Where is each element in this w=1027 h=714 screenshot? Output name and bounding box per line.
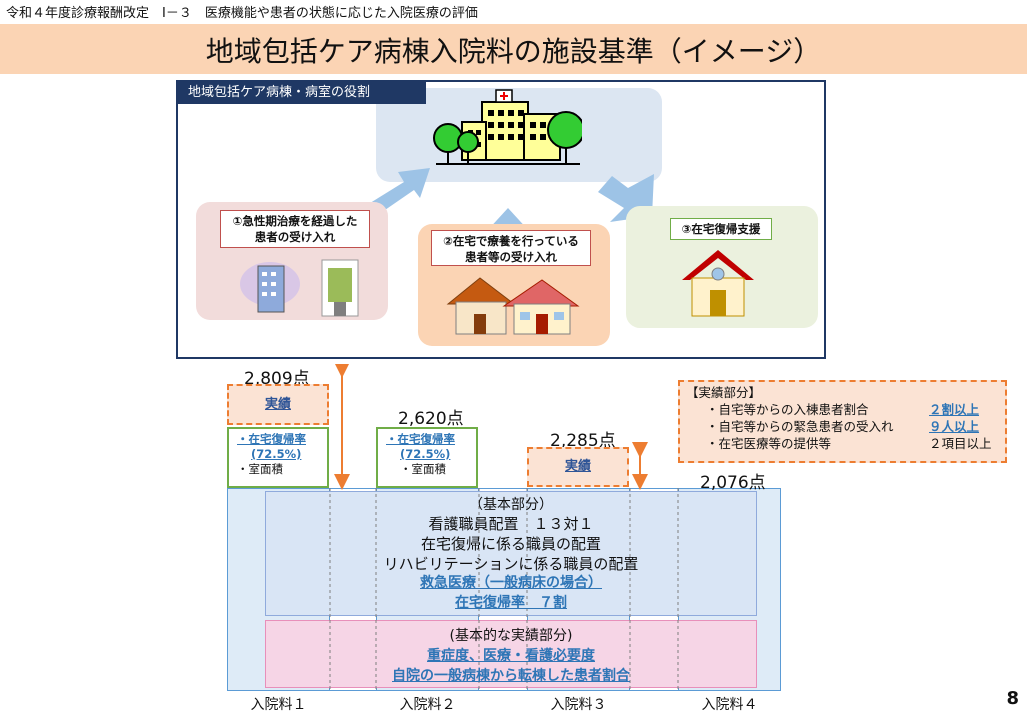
basic-performance-line: 自院の一般病棟から転棟した患者割合: [392, 668, 630, 684]
return-rate-label: ・在宅復帰率: [386, 432, 455, 446]
slide-caption: 令和４年度診療報酬改定 Ⅰ－３ 医療機能や患者の状態に応じた入院医療の評価: [6, 6, 478, 21]
floor-area-label: ・室面積: [400, 462, 446, 476]
base-part-line: 看護職員配置 １３対１: [428, 515, 594, 533]
house-icon: [682, 250, 754, 317]
base-part-box: [265, 491, 757, 616]
role-label-line: 患者等の受け入れ: [465, 250, 557, 264]
acute-hospital-icon: [240, 259, 359, 317]
base-part-return-rate: 在宅復帰率 ７割: [455, 595, 567, 611]
return-rate-label: ・在宅復帰率: [237, 432, 306, 446]
fee3-jisseki: 実績: [527, 447, 629, 487]
role-label-home-care: ②在宅で療養を行っている 患者等の受け入れ: [431, 230, 591, 266]
basic-performance-heading: (基本的な実績部分): [449, 628, 573, 644]
basic-performance-box: [265, 620, 757, 688]
basic-performance-line: 重症度、医療・看護必要度: [427, 648, 595, 664]
note-item-value: ９人以上: [929, 419, 980, 434]
column-label: 入院料１: [250, 697, 307, 713]
role-label-home-return: ③在宅復帰支援: [670, 218, 772, 240]
performance-note-item: ・在宅医療等の提供等 ２項目以上: [686, 435, 999, 452]
column-gridlines: [329, 488, 679, 691]
note-item-label: ・自宅等からの入棟患者割合: [706, 402, 869, 417]
base-part-emergency: 救急医療（一般病床の場合）: [420, 575, 602, 591]
column-label: 入院料４: [701, 697, 758, 713]
title-band: [0, 24, 1027, 74]
performance-note-item: ・自宅等からの緊急患者の受入れ ９人以上: [686, 418, 999, 435]
note-item-value: ２割以上: [929, 402, 980, 417]
role-label-line: 患者の受け入れ: [254, 230, 336, 244]
page-title: 地域包括ケア病棟入院料の施設基準（イメージ）: [205, 35, 822, 68]
fee1-jisseki: 実績: [227, 384, 329, 425]
note-item-label: ・在宅医療等の提供等: [706, 436, 832, 451]
hospital-icon: [433, 89, 582, 165]
base-part-heading: （基本部分）: [469, 497, 553, 513]
fee1-return-rate-box: ・在宅復帰率 (72.5%) ・室面積: [227, 427, 329, 488]
base-part-line: リハビリテーションに係る職員の配置: [383, 555, 639, 573]
return-rate-value: (72.5%): [251, 447, 302, 461]
fee4-points: 2,076点: [700, 473, 766, 493]
role-label-line: ①急性期治療を経過した: [232, 214, 358, 228]
floor-area-label: ・室面積: [237, 462, 283, 476]
performance-arrows: [334, 364, 648, 490]
performance-note-item: ・自宅等からの入棟患者割合 ２割以上: [686, 401, 999, 418]
fee2-return-rate-box: ・在宅復帰率 (72.5%) ・室面積: [376, 427, 478, 488]
fee2-points: 2,620点: [398, 409, 464, 429]
role-panel: ①急性期治療を経過した 患者の受け入れ ②在宅で療養を行っている 患者等の受け入…: [176, 80, 826, 359]
column-label: 入院料２: [399, 697, 456, 713]
performance-note-heading: 【実績部分】: [686, 385, 762, 400]
base-part-line: 在宅復帰に係る職員の配置: [420, 535, 601, 553]
note-item-label: ・自宅等からの緊急患者の受入れ: [706, 419, 894, 434]
fee3-points: 2,285点: [550, 431, 616, 451]
role-panel-heading: 地域包括ケア病棟・病室の役割: [178, 82, 426, 104]
note-item-value: ２項目以上: [929, 436, 992, 451]
role-label-acute: ①急性期治療を経過した 患者の受け入れ: [220, 210, 370, 248]
houses-icon: [446, 277, 580, 335]
column-label: 入院料３: [550, 697, 607, 713]
performance-note: 【実績部分】 ・自宅等からの入棟患者割合 ２割以上 ・自宅等からの緊急患者の受入…: [678, 380, 1007, 463]
role-label-line: ②在宅で療養を行っている: [443, 234, 579, 248]
return-rate-value: (72.5%): [400, 447, 451, 461]
role-label-line: ③在宅復帰支援: [681, 222, 761, 236]
columns-frame: [227, 488, 781, 691]
page-number: 8: [1006, 688, 1019, 709]
